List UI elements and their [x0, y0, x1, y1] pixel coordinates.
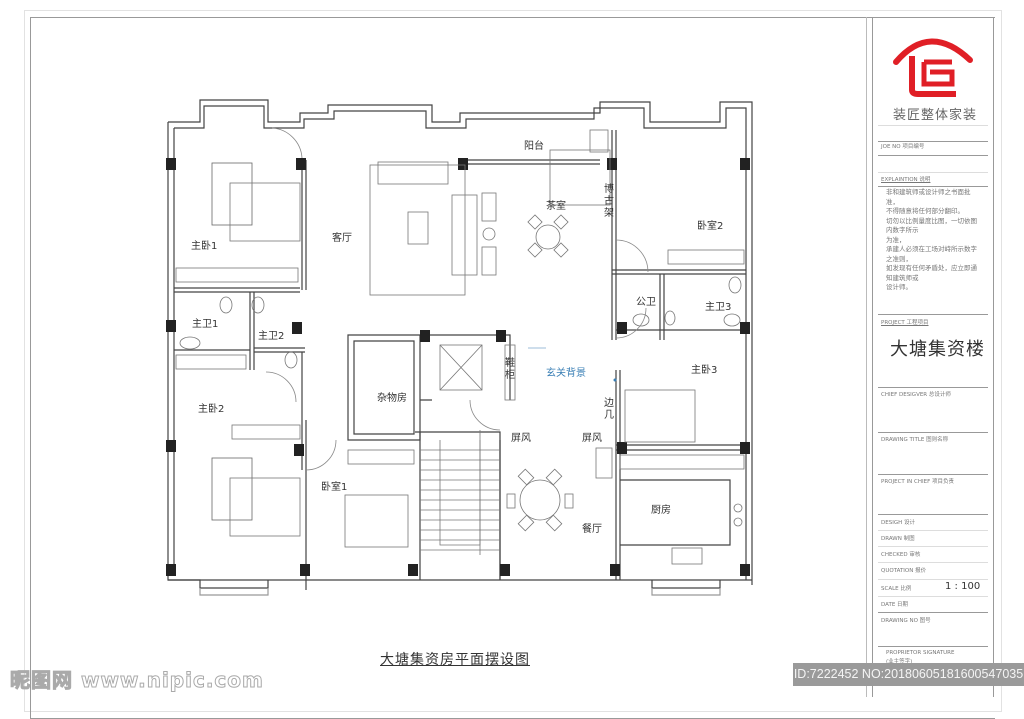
room-label-bedroom-2: 卧室2: [697, 221, 724, 232]
room-label-balcony: 阳台: [524, 141, 544, 152]
room-label-master-bedroom-2: 主卧2: [198, 404, 225, 415]
drawn-label: DRAWN 制图: [881, 536, 915, 542]
divider: [878, 432, 988, 433]
divider: [878, 141, 988, 142]
room-label-living-room: 客厅: [332, 233, 352, 244]
divider: [878, 596, 988, 597]
room-label-master-bedroom-3: 主卧3: [691, 365, 718, 376]
divider: [878, 646, 988, 647]
room-label-kitchen: 厨房: [651, 505, 671, 516]
jiang-logo-icon: [893, 38, 973, 97]
room-label-shoe-cabinet: 鞋柜: [505, 358, 515, 381]
watermark-nipic: 昵图网 www.nipic.com: [10, 668, 264, 693]
scale-value: 1 : 100: [945, 581, 981, 592]
room-label-antique-shelf: 博古架: [604, 184, 614, 219]
room-label-storage-room: 杂物房: [377, 393, 407, 404]
explanation-text: 非和建筑师或设计师之书面批 准， 不得随意将任何部分翻印。 切勿以比例量度比图，…: [886, 188, 977, 291]
divider: [878, 530, 988, 531]
divider: [878, 514, 988, 515]
watermark-id: ID:7222452 NO:20180605181600547035: [793, 663, 1024, 686]
signature-label: PROPRIETOR SIGNATURE: [886, 650, 955, 656]
room-label-side-table: 边几: [604, 398, 614, 421]
quotation-label: QUOTATION 报价: [881, 568, 927, 574]
room-label-master-bath-3: 主卫3: [705, 302, 732, 313]
job-no-label: JOE NO 项目编号: [881, 144, 925, 150]
brand-name: 装匠整体家装: [893, 108, 978, 123]
explanation-label: EXPLAINTION 说明: [881, 177, 931, 183]
room-label-screen-left: 屏风: [511, 433, 531, 444]
project-in-chief-label: PROJECT IN CHIEF 项目负责: [881, 479, 954, 485]
divider: [878, 186, 988, 187]
divider: [878, 546, 988, 547]
project-label: PROJECT 工程项目: [881, 320, 929, 326]
date-label: DATE 日期: [881, 602, 909, 608]
room-label-bedroom-1: 卧室1: [321, 482, 348, 493]
divider: [878, 474, 988, 475]
chief-designer-label: CHIEF DESIGVER 总设计师: [881, 392, 951, 398]
title-block-inner: [872, 17, 991, 697]
room-label-tea-room: 茶室: [546, 201, 566, 212]
room-label-master-bath-1: 主卫1: [192, 319, 219, 330]
divider: [878, 387, 988, 388]
checked-label: CHECKED 审核: [881, 552, 921, 558]
room-label-dining-room: 餐厅: [582, 524, 602, 535]
divider: [878, 612, 988, 613]
drawing-title: 大塘集资房平面摆设图: [380, 652, 530, 668]
room-label-public-bath: 公卫: [636, 297, 656, 308]
divider: [878, 155, 988, 156]
drawing-title-label: DRAWING TITLE 图则名称: [881, 437, 949, 443]
divider: [878, 125, 988, 126]
design-label: DESIGH 设计: [881, 520, 915, 526]
room-label-master-bedroom-1: 主卧1: [191, 241, 218, 252]
drawing-no-label: DRAWING NO 图号: [881, 618, 931, 624]
divider: [878, 579, 988, 580]
signature-sub: (业主签字): [886, 659, 913, 665]
room-label-master-bath-2: 主卫2: [258, 331, 285, 342]
annotation-entrance-backdrop: 玄关背景: [546, 368, 586, 379]
floor-plan: [166, 99, 753, 596]
divider: [878, 172, 988, 173]
divider: [878, 314, 988, 315]
room-label-screen-right: 屏风: [582, 433, 602, 444]
title-block: [866, 17, 994, 697]
divider: [878, 562, 988, 563]
project-name: 大塘集资楼: [890, 339, 985, 360]
scale-label: SCALE 比例: [881, 586, 912, 592]
